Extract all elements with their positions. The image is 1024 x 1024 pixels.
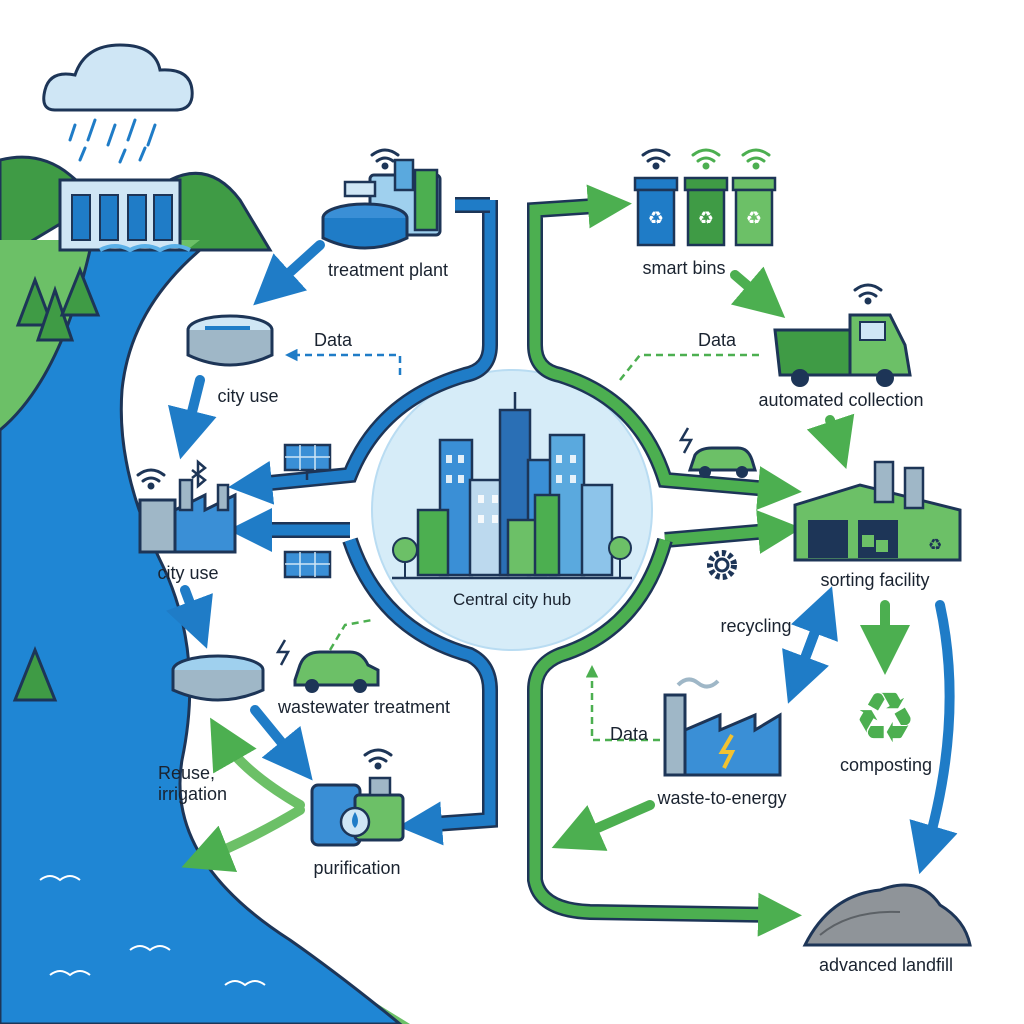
label-data-waste: Data bbox=[698, 330, 737, 350]
waste-flow-arrows bbox=[551, 266, 958, 875]
factory-icon bbox=[138, 478, 237, 554]
treatment-plant-icon bbox=[321, 158, 442, 250]
label-city-use-bottom: city use bbox=[157, 563, 219, 583]
pine-tree-icon bbox=[12, 265, 101, 702]
flow-ring bbox=[228, 184, 802, 937]
label-automated-collection: automated collection bbox=[758, 390, 924, 410]
label-wastewater-treatment: wastewater treatment bbox=[277, 697, 451, 717]
purification-icon bbox=[310, 776, 405, 847]
wastewater-tank-icon bbox=[171, 654, 265, 702]
svg-text:♻: ♻ bbox=[648, 208, 664, 229]
svg-text:♻: ♻ bbox=[746, 208, 762, 229]
label-advanced-landfill: advanced landfill bbox=[818, 955, 954, 975]
svg-text:♻: ♻ bbox=[698, 208, 714, 229]
electric-car-icon bbox=[293, 650, 380, 693]
lightning-icon bbox=[275, 639, 291, 666]
label-data-energy: Data bbox=[610, 724, 649, 744]
dam-icon bbox=[58, 178, 191, 253]
lightning-icon bbox=[678, 427, 694, 454]
sorting-facility-icon: ♻ bbox=[793, 460, 962, 562]
landfill-mound-icon bbox=[802, 883, 972, 947]
label-purification: purification bbox=[313, 858, 401, 878]
label-central-hub: Central city hub bbox=[452, 590, 572, 609]
svg-text:♻: ♻ bbox=[928, 535, 942, 554]
data-links bbox=[285, 348, 760, 742]
rain-cloud-icon bbox=[42, 43, 194, 164]
bluetooth-icon bbox=[191, 459, 207, 489]
water-flow-arrows bbox=[166, 240, 325, 873]
label-treatment-plant: treatment plant bbox=[327, 260, 449, 280]
label-smart-bins: smart bins bbox=[642, 258, 726, 278]
wifi-icon bbox=[136, 148, 883, 770]
central-hub bbox=[371, 369, 653, 651]
label-data-water: Data bbox=[314, 330, 353, 350]
solar-panel-icon bbox=[283, 443, 332, 579]
garbage-truck-icon bbox=[773, 313, 912, 387]
label-waste-to-energy: waste-to-energy bbox=[657, 788, 787, 808]
label-city-use-top: city use bbox=[217, 386, 279, 406]
landscape bbox=[0, 155, 410, 1024]
label-recycling: recycling bbox=[720, 616, 792, 636]
city-use-tank-icon bbox=[186, 314, 274, 367]
electric-car-icon bbox=[687, 446, 758, 478]
svg-text:♻: ♻ bbox=[854, 677, 917, 759]
recycle-bin-icon: ♻ ♻ ♻ bbox=[633, 176, 777, 247]
label-irrigation: irrigation bbox=[158, 783, 228, 804]
label-sorting-facility: sorting facility bbox=[820, 570, 930, 590]
waste-to-energy-icon bbox=[663, 677, 782, 777]
label-composting: composting bbox=[839, 755, 933, 775]
recycle-icon: ♻ bbox=[854, 677, 917, 759]
gear-icon bbox=[707, 550, 737, 580]
label-reuse-irrigation: Reuse, irrigation bbox=[158, 763, 227, 804]
label-reuse: Reuse, bbox=[158, 763, 216, 783]
